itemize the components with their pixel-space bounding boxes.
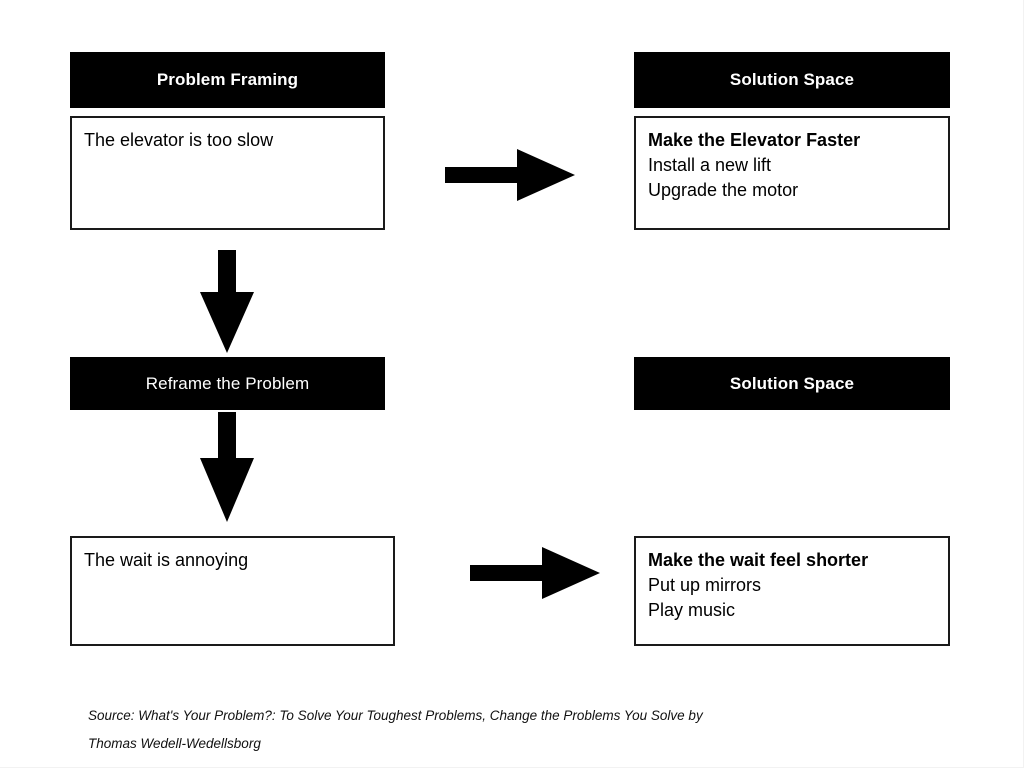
box-line: Install a new lift <box>648 155 772 175</box>
arrow-right-icon-bottom <box>466 543 604 603</box>
arrow-right-icon-top <box>441 145 579 205</box>
box-line: Make the wait feel shorter <box>648 550 869 570</box>
source-line-1: Source: What's Your Problem?: To Solve Y… <box>88 708 703 723</box>
box-problem-original: The elevator is too slow <box>70 116 385 230</box>
box-line: The elevator is too slow <box>84 130 274 150</box>
box-problem-reframed: The wait is annoying <box>70 536 395 646</box>
header-problem-framing: Problem Framing <box>70 52 385 108</box>
box-solution-original: Make the Elevator Faster Install a new l… <box>634 116 950 230</box>
box-solution-reframed: Make the wait feel shorter Put up mirror… <box>634 536 950 646</box>
box-line: Put up mirrors <box>648 575 762 595</box>
arrow-down-icon-to-problem <box>192 412 262 524</box>
header-solution-space-bottom: Solution Space <box>634 357 950 410</box>
box-line: Play music <box>648 600 736 620</box>
arrow-down-icon-to-reframe <box>192 248 262 356</box>
source-citation: Source: What's Your Problem?: To Solve Y… <box>88 702 918 758</box>
header-solution-space-top: Solution Space <box>634 52 950 108</box>
header-reframe-the-problem: Reframe the Problem <box>70 357 385 410</box>
source-line-2: Thomas Wedell-Wedellsborg <box>88 736 261 751</box>
box-line: The wait is annoying <box>84 550 249 570</box>
box-line: Upgrade the motor <box>648 180 799 200</box>
box-line: Make the Elevator Faster <box>648 130 861 150</box>
